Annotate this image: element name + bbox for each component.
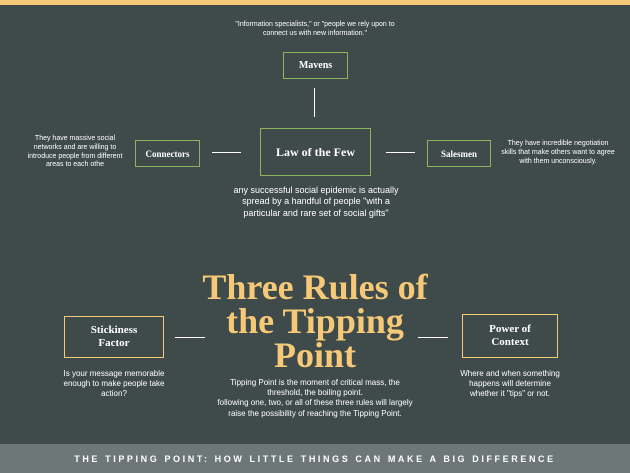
connectors-description: They have massive social networks and ar…: [27, 135, 123, 169]
connectors-label: Connectors: [145, 148, 190, 159]
power-of-context-box: Power of Context: [462, 314, 558, 358]
footer-band: THE TIPPING POINT: HOW LITTLE THINGS CAN…: [0, 444, 630, 473]
connectors-box: Connectors: [135, 140, 200, 167]
salesmen-description: They have incredible negotiation skills …: [501, 140, 615, 165]
power-of-context-description: Where and when something happens will de…: [460, 369, 560, 398]
stickiness-factor-box: Stickiness Factor: [64, 316, 164, 358]
law-of-the-few-description: any successful social epidemic is actual…: [233, 185, 399, 218]
main-title-line-1: Three Rules of: [202, 267, 428, 307]
stickiness-connector-line: [175, 337, 205, 338]
stickiness-factor-description: Is your message memorable enough to make…: [63, 369, 165, 398]
mavens-connector-line: [314, 88, 315, 117]
top-accent-bar: [0, 0, 630, 5]
law-of-the-few-box: Law of the Few: [260, 128, 371, 176]
tipping-point-description-line-1: Tipping Point is the moment of critical …: [230, 378, 400, 398]
main-title: Three Rules of the Tipping Point: [185, 267, 445, 375]
salesmen-label: Salesmen: [441, 148, 477, 159]
footer-text: THE TIPPING POINT: HOW LITTLE THINGS CAN…: [74, 453, 556, 464]
connectors-connector-line: [212, 152, 241, 153]
law-of-the-few-label: Law of the Few: [276, 144, 355, 159]
power-of-context-label: Power of Context: [489, 323, 531, 348]
salesmen-connector-line: [386, 152, 415, 153]
stickiness-factor-label: Stickiness Factor: [90, 324, 138, 349]
main-title-line-2: the Tipping: [226, 301, 404, 341]
mavens-box: Mavens: [283, 52, 348, 79]
context-connector-line: [418, 337, 448, 338]
mavens-label: Mavens: [298, 60, 333, 71]
tipping-point-description: Tipping Point is the moment of critical …: [214, 378, 416, 419]
main-title-line-3: Point: [273, 335, 356, 375]
salesmen-box: Salesmen: [427, 140, 491, 167]
tipping-point-description-line-2: following one, two, or all of these thre…: [217, 398, 413, 418]
mavens-description: "Information specialists," or "people we…: [235, 21, 395, 37]
